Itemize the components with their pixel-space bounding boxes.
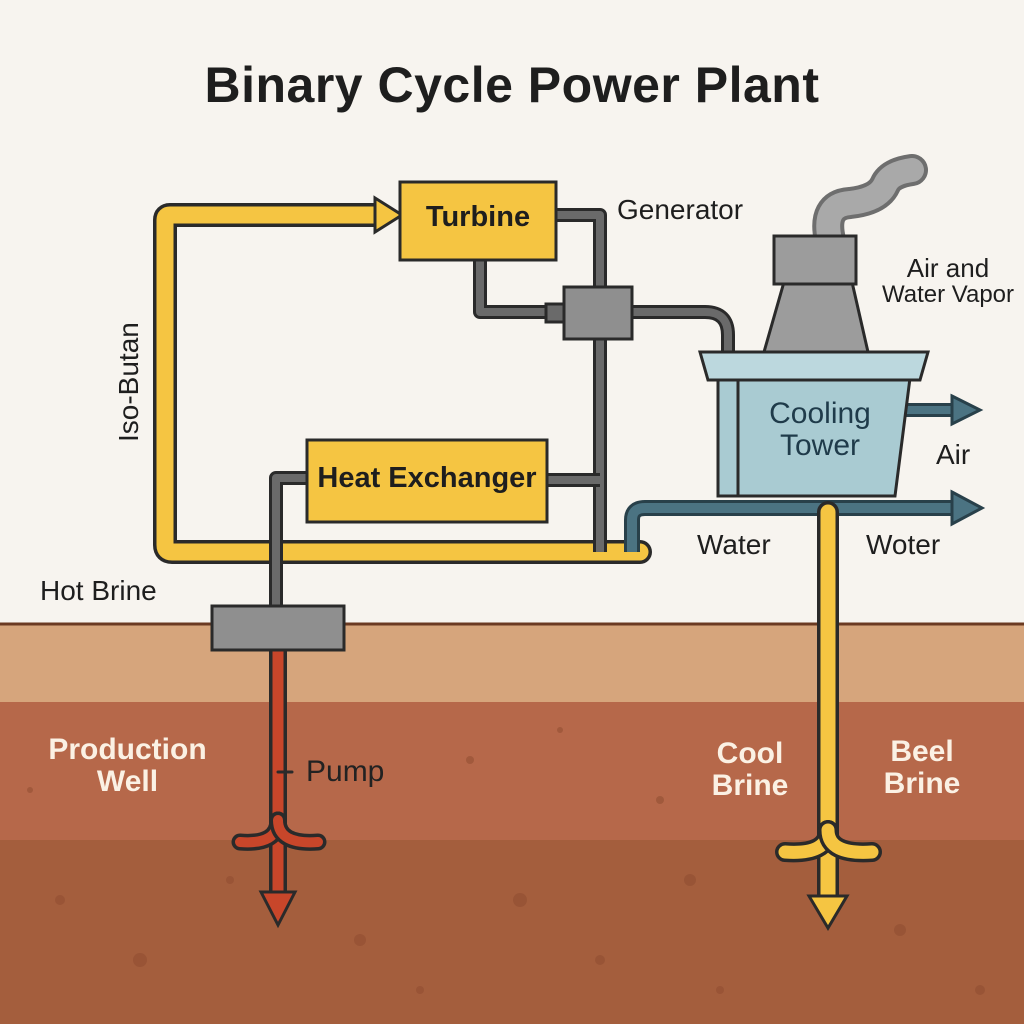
cool-brine-label-line1: Cool bbox=[716, 737, 784, 770]
production-arrowhead bbox=[258, 890, 298, 929]
water-pipe bbox=[624, 403, 955, 552]
gray-pipes bbox=[269, 208, 735, 608]
hot-brine-label: Hot Brine bbox=[40, 575, 157, 606]
beel-brine-label-line1: Beel bbox=[890, 735, 954, 768]
beel-brine-label: Beel Brine bbox=[862, 735, 982, 801]
vapor-plume-fill bbox=[816, 158, 924, 252]
air-label: Air bbox=[936, 439, 971, 470]
injection-pipe bbox=[775, 501, 882, 911]
generator-label: Generator bbox=[617, 194, 744, 225]
turbine-box bbox=[398, 180, 558, 262]
cooling-tower-label-line2: Tower bbox=[779, 429, 861, 463]
ground-mid-layer bbox=[0, 702, 1024, 842]
soil-speckles bbox=[27, 727, 985, 995]
cooling-tower-label: Cooling Tower bbox=[740, 397, 900, 463]
cooling-tower-rim bbox=[698, 350, 930, 382]
cool-brine-label-line2: Brine bbox=[711, 769, 789, 803]
air-vapor-label: Air and Water Vapor bbox=[872, 254, 1024, 308]
water-arrowhead bbox=[950, 489, 986, 527]
generator-connector bbox=[544, 302, 566, 324]
woter-label: Woter bbox=[866, 529, 941, 560]
heat-exchanger-label: Heat Exchanger bbox=[317, 462, 537, 494]
ground-surface-layer bbox=[0, 624, 1024, 704]
iso-butan-label: Iso-Butan bbox=[113, 322, 144, 442]
beel-brine-label-line2: Brine bbox=[883, 767, 961, 801]
production-well-label-line1: Production bbox=[48, 733, 207, 766]
water-label: Water bbox=[697, 529, 771, 560]
cooling-tower-stack bbox=[762, 280, 870, 354]
production-well-label: Production Well bbox=[30, 733, 225, 799]
ground-deep-layer bbox=[0, 840, 1024, 1024]
turbine-label: Turbine bbox=[425, 201, 531, 233]
cooling-tower-stack-top bbox=[772, 234, 858, 286]
production-well-label-line2: Well bbox=[96, 765, 159, 799]
injection-arrowhead bbox=[806, 894, 850, 931]
pump-label: Pump bbox=[306, 755, 385, 788]
air-arrowhead bbox=[950, 393, 984, 427]
pump-box bbox=[210, 604, 346, 652]
production-pipe bbox=[231, 641, 327, 904]
air-vapor-label-line2: Water Vapor bbox=[881, 281, 1015, 309]
generator-box bbox=[562, 285, 634, 341]
air-vapor-label-line1: Air and bbox=[906, 253, 990, 283]
isobutane-arrowhead bbox=[373, 195, 405, 235]
page-title: Binary Cycle Power Plant bbox=[204, 57, 820, 113]
cool-brine-label: Cool Brine bbox=[690, 737, 810, 803]
isobutane-loop bbox=[153, 203, 652, 564]
heat-exchanger-box bbox=[305, 438, 549, 524]
cooling-tower-label-line1: Cooling bbox=[769, 397, 871, 430]
